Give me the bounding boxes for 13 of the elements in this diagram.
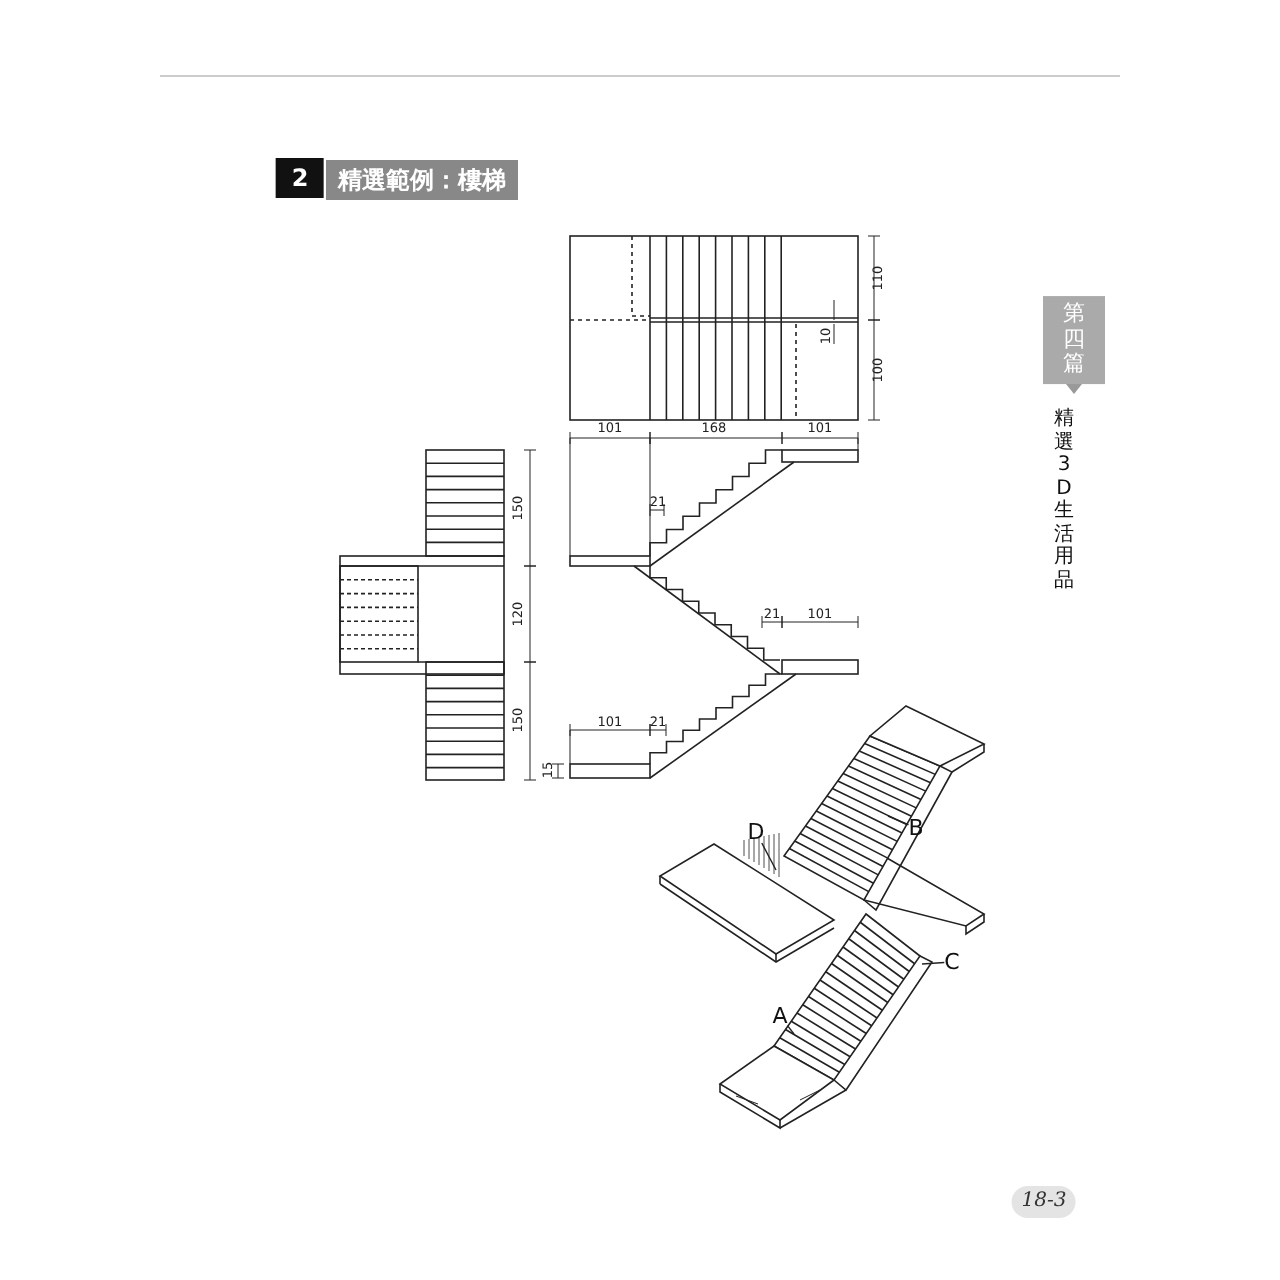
section-number: 2 [275,158,325,198]
callout-letter: D [747,821,765,843]
leader-line [887,815,910,826]
section-title: 精選範例：樓梯 [326,160,518,200]
callout-letter: B [908,817,924,839]
chapter-tab: 第四篇 [1043,296,1105,384]
callout-letter: A [772,1005,788,1027]
page-number: 18-3 [1011,1186,1077,1218]
leader-line [786,1025,795,1035]
chapter-title: 精選 3D 生活用品 [1054,408,1074,592]
leader-line [761,842,777,871]
callout-letter: C [944,951,960,973]
leader-line [921,961,945,965]
